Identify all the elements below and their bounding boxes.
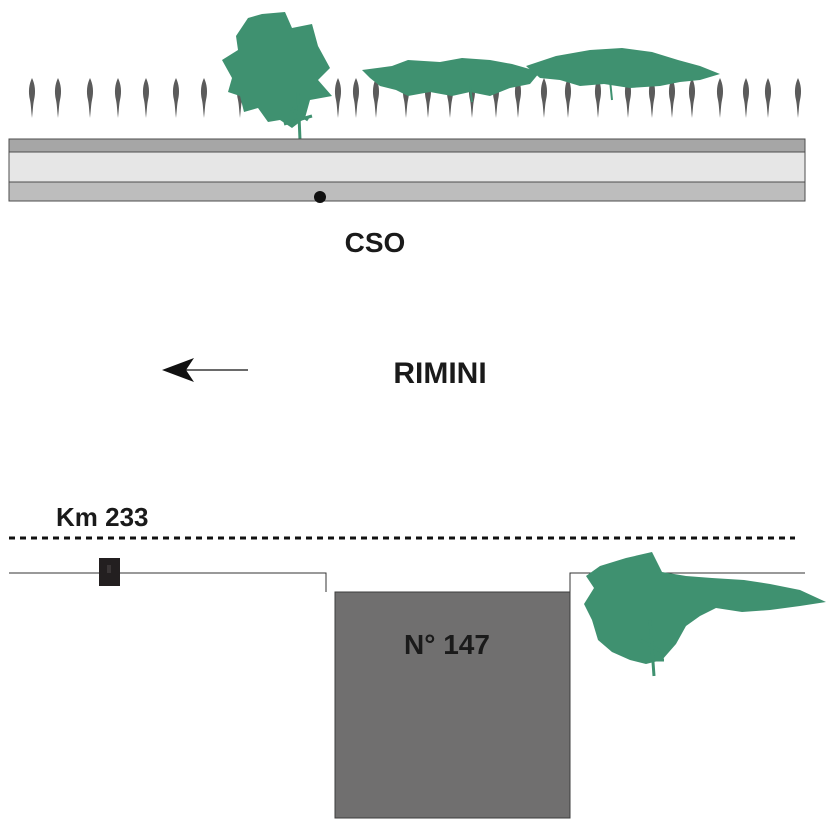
- cypress-icon: [688, 78, 696, 118]
- cso-label: CSO: [345, 227, 406, 258]
- cypress-icon: [742, 78, 750, 118]
- cypress-icon: [172, 78, 180, 118]
- cypress-icon: [352, 78, 360, 118]
- cypress-icon: [114, 78, 122, 118]
- cypress-icon: [86, 78, 94, 118]
- building-147: [334, 591, 571, 819]
- cypress-icon: [142, 78, 150, 118]
- signpost-detail: [107, 565, 111, 573]
- cypress-icon: [28, 78, 36, 118]
- cypress-icon: [540, 78, 548, 118]
- direction-label: RIMINI: [393, 357, 486, 390]
- cypress-icon: [564, 78, 572, 118]
- cypress-icon: [764, 78, 772, 118]
- road: [8, 138, 806, 202]
- km-label: Km 233: [56, 502, 149, 532]
- cypress-icon: [334, 78, 342, 118]
- cso-marker-icon: [314, 191, 326, 203]
- tree-icon: [222, 12, 332, 141]
- cypress-icon: [794, 78, 802, 118]
- cypress-icon: [54, 78, 62, 118]
- tree-icon: [584, 552, 826, 677]
- arrow-left-icon: [162, 358, 248, 382]
- cypress-icon: [716, 78, 724, 118]
- building-label: N° 147: [404, 629, 490, 660]
- cypress-icon: [200, 78, 208, 118]
- tree-icon: [362, 48, 720, 103]
